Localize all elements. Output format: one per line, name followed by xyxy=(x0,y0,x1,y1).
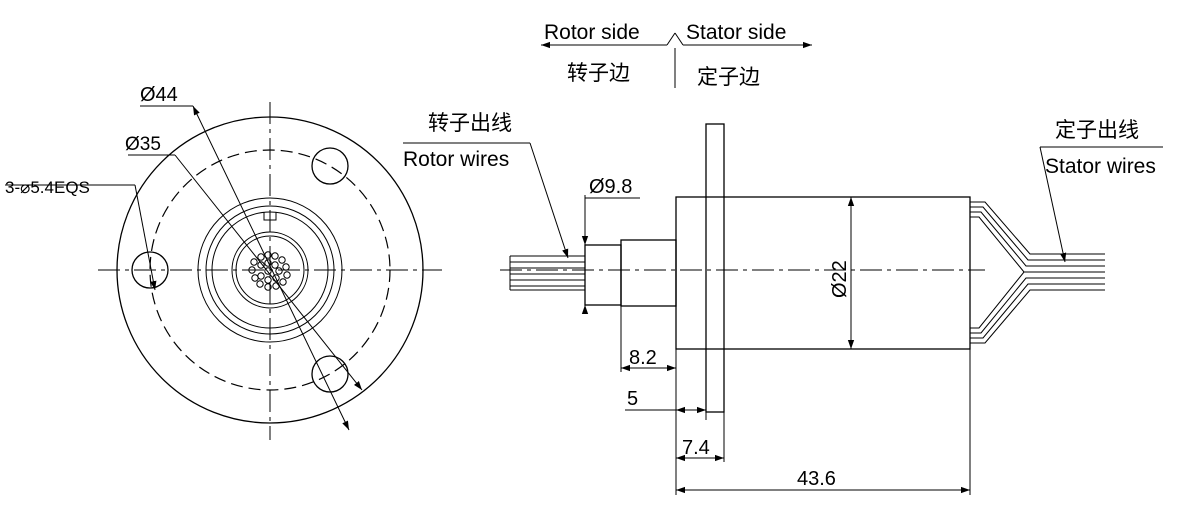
mount-hole-top xyxy=(311,147,349,185)
flange-plate xyxy=(705,123,725,413)
rotor-shaft xyxy=(620,239,677,307)
rotor-side-cn-label: 转子边 xyxy=(567,61,630,85)
side-legend: Rotor side Stator side 转子边 定子边 xyxy=(541,21,812,89)
flange-diameter-label: Ø44 xyxy=(140,84,178,106)
front-view: Ø44 Ø35 3-⌀5.4EQS xyxy=(5,84,442,440)
wire-bundle xyxy=(248,251,291,291)
mount-hole-bottom xyxy=(311,355,349,393)
slip-ring-body xyxy=(675,196,971,350)
holes-label: 3-⌀5.4EQS xyxy=(5,178,90,197)
body-diameter-label: Ø22 xyxy=(829,260,851,298)
rotor-wires-graphic xyxy=(509,255,585,291)
stator-side-label: Stator side xyxy=(686,21,786,44)
side-view: 转子出线 Rotor wires 定子出线 Stator wires Ø9.8 … xyxy=(403,111,1163,495)
rotor-side-label: Rotor side xyxy=(544,21,640,44)
stator-wires-graphic xyxy=(970,201,1105,344)
total-length-label: 43.6 xyxy=(797,468,836,490)
rotor-wires-cn-label: 转子出线 xyxy=(428,111,512,135)
rotor-tube xyxy=(584,244,622,306)
mount-hole-left xyxy=(131,251,169,289)
flange-span-label: 7.4 xyxy=(682,437,710,459)
rotor-wires-label: Rotor wires xyxy=(403,148,509,171)
flange-offset-label: 5 xyxy=(627,388,638,410)
pcd-diameter-label: Ø35 xyxy=(125,134,161,155)
rotor-length-label: 8.2 xyxy=(629,347,657,369)
stator-wires-label: Stator wires xyxy=(1045,155,1156,178)
shaft-diameter-label: Ø9.8 xyxy=(589,176,632,198)
stator-side-cn-label: 定子边 xyxy=(697,65,760,89)
stator-wires-cn-label: 定子出线 xyxy=(1055,118,1139,142)
